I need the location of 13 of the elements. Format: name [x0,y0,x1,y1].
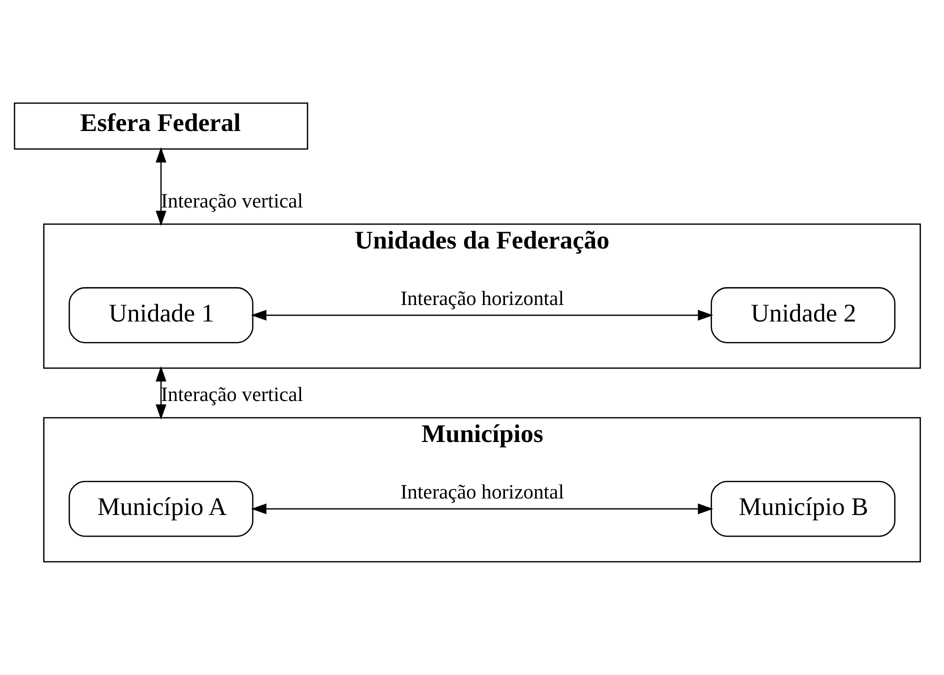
arrow [250,503,713,514]
node-box: Unidade 2 [710,287,895,344]
node-box: Unidade 1 [68,287,253,344]
arrow [155,147,166,226]
edge-label: Interação horizontal [400,288,564,310]
edge-label: Interação vertical [160,384,302,406]
arrow [250,310,713,321]
node-box: Esfera Federal [13,102,308,150]
node-box: Município A [68,480,253,537]
edge-label: Interação horizontal [400,481,564,504]
arrow [155,366,166,420]
edge-label: Interação vertical [160,190,302,212]
node-box: Município B [710,480,895,537]
